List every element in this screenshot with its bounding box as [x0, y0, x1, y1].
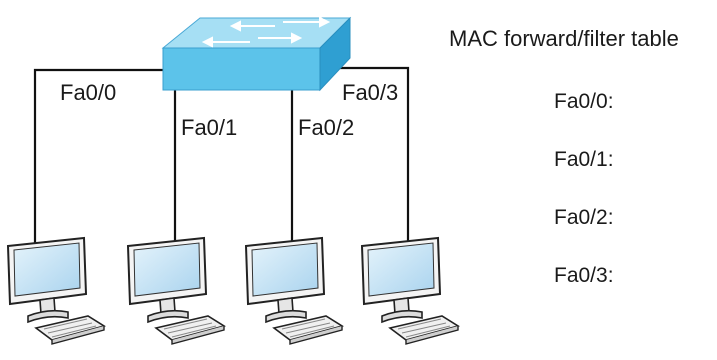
computer-icon [7, 237, 105, 345]
mac-table-row-fa0-1: Fa0/1: [554, 148, 614, 171]
switch-arrows-icon [201, 16, 331, 48]
mac-table-row-fa0-0: Fa0/0: [554, 90, 614, 113]
mac-table-row-fa0-2: Fa0/2: [554, 206, 614, 229]
switch-icon [161, 16, 352, 92]
computer-icon [127, 237, 225, 345]
link-fa0-3 [330, 66, 410, 243]
port-label-fa0-0: Fa0/0 [60, 80, 116, 105]
computer-icon [361, 237, 459, 345]
link-fa0-0 [33, 68, 165, 243]
mac-table-row-fa0-3: Fa0/3: [554, 264, 614, 287]
port-label-fa0-3: Fa0/3 [342, 80, 398, 105]
mac-table-title: MAC forward/filter table [449, 26, 679, 51]
port-label-fa0-1: Fa0/1 [181, 115, 237, 140]
port-label-fa0-2: Fa0/2 [298, 115, 354, 140]
computer-icon [245, 237, 343, 345]
